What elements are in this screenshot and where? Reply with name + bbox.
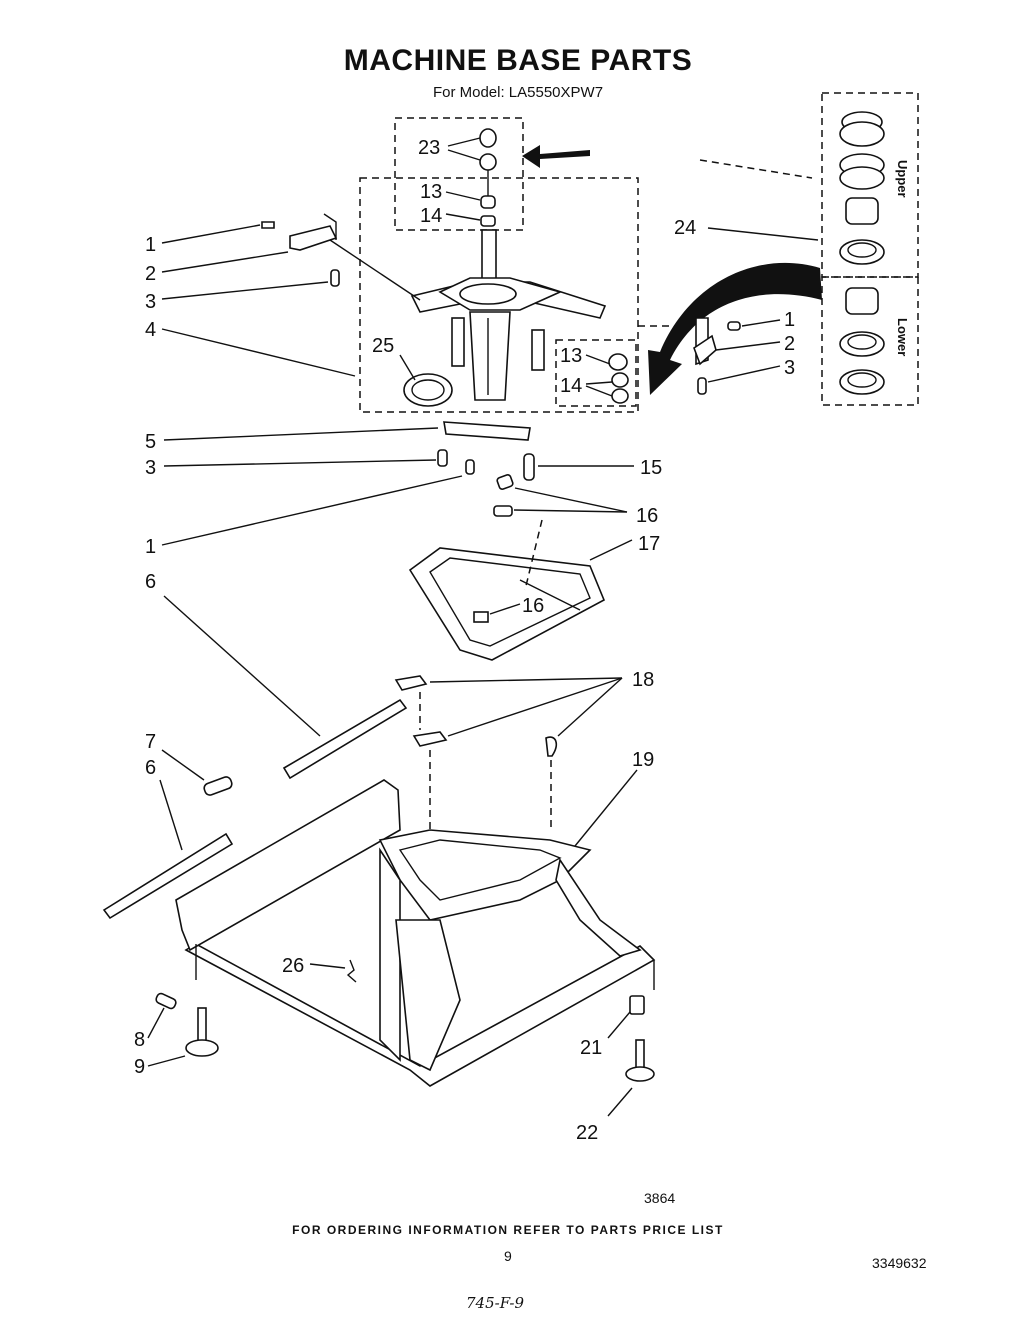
callout-13-right: 13 <box>560 345 582 367</box>
page-number: 9 <box>504 1248 512 1264</box>
callout-9: 9 <box>134 1056 145 1078</box>
callout-3: 3 <box>145 291 156 313</box>
tub-support <box>408 519 606 661</box>
callout-16-lower: 16 <box>522 595 544 617</box>
callout-7: 7 <box>145 731 156 753</box>
model-subtitle: For Model: LA5550XPW7 <box>432 84 604 101</box>
support-plate <box>443 421 531 441</box>
callout-15: 15 <box>640 457 662 479</box>
callout-14-right: 14 <box>560 375 582 397</box>
document-number: 3349632 <box>872 1255 927 1271</box>
callout-4: 4 <box>145 319 156 341</box>
callout-25: 25 <box>372 335 394 357</box>
left-bracket-hardware <box>261 213 421 301</box>
rail-strip <box>102 832 234 920</box>
callout-1-mid: 1 <box>145 536 156 558</box>
bearing-lower-set <box>839 287 885 395</box>
side-seal-box <box>555 339 637 407</box>
callout-19: 19 <box>632 749 654 771</box>
callout-21: 21 <box>580 1037 602 1059</box>
callout-1: 1 <box>145 234 156 256</box>
callout-17: 17 <box>638 533 660 555</box>
callout-6-lower: 6 <box>145 757 156 779</box>
seal-group-box <box>394 117 524 231</box>
diagram-code: 3864 <box>644 1190 676 1206</box>
callout-14: 14 <box>420 205 442 227</box>
rail-strip <box>282 698 408 780</box>
callout-22: 22 <box>576 1122 598 1144</box>
callout-3-right: 3 <box>784 357 795 379</box>
handwritten-note: 745-F-9 <box>466 1294 525 1312</box>
gearcase-group-box <box>359 177 639 413</box>
seal-ring <box>403 373 453 407</box>
base-frame <box>175 779 656 1087</box>
callout-26: 26 <box>282 955 304 977</box>
bearing-upper-set <box>839 111 885 265</box>
callout-5: 5 <box>145 431 156 453</box>
lower-bearing-box <box>821 276 919 406</box>
callout-1-right: 1 <box>784 309 795 331</box>
ordering-note: FOR ORDERING INFORMATION REFER TO PARTS … <box>292 1223 724 1237</box>
callout-18: 18 <box>632 669 654 691</box>
callout-2-right: 2 <box>784 333 795 355</box>
right-bracket-hardware <box>693 317 741 395</box>
callout-24: 24 <box>674 217 696 239</box>
arrow-icon <box>648 262 822 395</box>
callout-8: 8 <box>134 1029 145 1051</box>
callout-23: 23 <box>418 137 440 159</box>
callout-16: 16 <box>636 505 658 527</box>
arrow-icon <box>522 145 590 168</box>
callout-3-mid: 3 <box>145 457 156 479</box>
page-title: MACHINE BASE PARTS <box>343 44 693 77</box>
callout-2: 2 <box>145 263 156 285</box>
leader-lines <box>147 137 819 1117</box>
gearcase-assembly <box>410 229 607 401</box>
callout-6: 6 <box>145 571 156 593</box>
callout-13: 13 <box>420 181 442 203</box>
inset-lower-label: Lower <box>895 318 910 356</box>
inset-upper-label: Upper <box>895 160 910 198</box>
